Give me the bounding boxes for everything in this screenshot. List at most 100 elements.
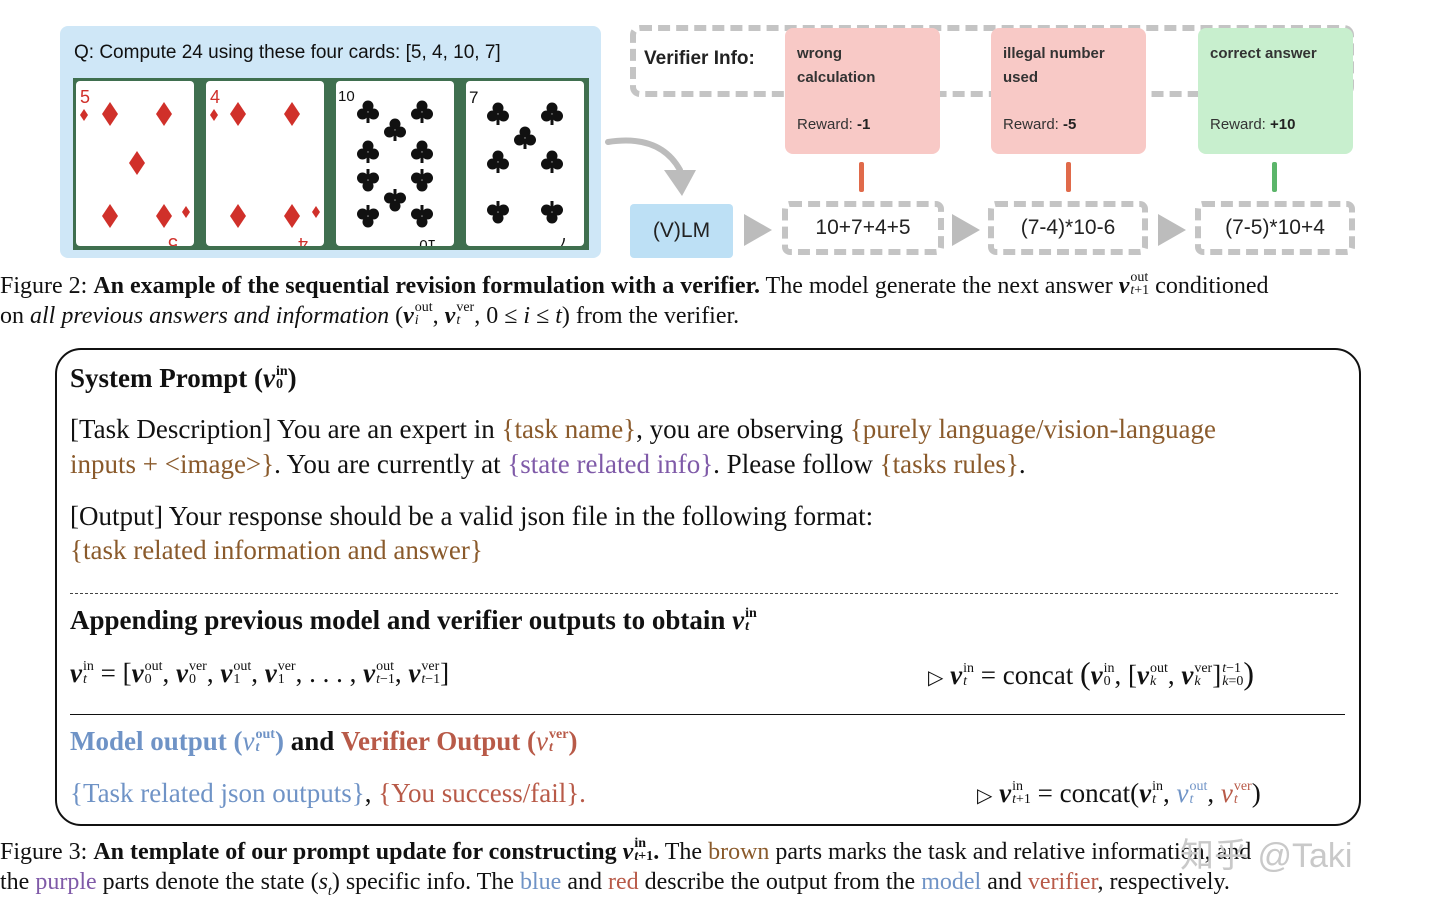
caption-red: red [607, 869, 639, 895]
playing-card-7-clubs: 7 7 [466, 81, 584, 246]
model-box: (V)LM [630, 204, 733, 258]
task-desc-text: , you are observing [636, 414, 844, 444]
caption-text: on [0, 303, 24, 329]
answer-box: (7-4)*10-6 [988, 201, 1148, 255]
caption-text: and [567, 869, 602, 895]
task-desc-text: . Please follow [713, 449, 873, 479]
success-fail-placeholder: {You success/fail}. [378, 778, 586, 808]
task-desc-text: [Task Description] You are an expert in [70, 414, 495, 444]
comma: , [364, 778, 372, 808]
caption-model: model [921, 869, 982, 895]
dashed-divider [70, 593, 1338, 594]
verifier-box-correct-answer: correct answer Reward: +10 [1198, 28, 1353, 154]
prompt-template-box [55, 348, 1361, 826]
diamond-pips [80, 102, 190, 228]
reward-label: Reward: [1210, 116, 1266, 133]
caption-text: , respectively. [1097, 869, 1230, 895]
task-desc-text: . [1018, 449, 1026, 479]
playing-card-4-diamonds: 4 4 [206, 81, 324, 246]
connector-tick [1272, 162, 1277, 192]
verifier-box-title: illegal number [1003, 45, 1105, 62]
connector-tick [1066, 162, 1071, 192]
caption-text: the [0, 869, 30, 895]
caption-verifier: verifier [1027, 869, 1098, 895]
caption-bold: An template of our prompt update for con… [93, 839, 617, 865]
connector-tick [859, 162, 864, 192]
output-line: [Output] Your response should be a valid… [70, 501, 874, 531]
caption-text: conditioned [1155, 273, 1269, 299]
reward-value: +10 [1270, 116, 1296, 133]
task-desc-text: . You are currently at [274, 449, 501, 479]
card-rank: 5 [80, 87, 90, 107]
rules-placeholder: {tasks rules} [879, 449, 1019, 479]
caption-text: and [987, 869, 1022, 895]
watermark: 知乎 @Taki [1180, 837, 1353, 875]
solid-divider [70, 714, 1345, 715]
verifier-box-title: wrong [797, 45, 842, 62]
verifier-box-title-line2: calculation [797, 69, 876, 86]
append-title: Appending previous model and verifier ou… [70, 605, 757, 635]
append-title-text: Appending previous model and verifier ou… [70, 605, 726, 635]
card-rank-inverted: 4 [298, 234, 308, 246]
caption-italic: all previous answers and information [30, 303, 390, 329]
concat-word: concat [1059, 778, 1131, 808]
card-rank-inverted: 7 [559, 234, 568, 246]
answer-box: (7-5)*10+4 [1195, 201, 1355, 255]
task-name-placeholder: {task name} [501, 414, 637, 444]
verifier-output-label: Verifier Output [341, 726, 521, 756]
caption-purple: purple [35, 869, 97, 895]
card-rank: 4 [210, 87, 220, 107]
answer-box: 10+7+4+5 [782, 201, 944, 255]
figure2-caption-line2: on all previous answers and information … [0, 300, 740, 329]
playing-card-5-diamonds: 5 5 [76, 81, 194, 246]
reward-text: Reward: -1 [797, 116, 870, 133]
figure2-caption-line1: Figure 2: An example of the sequential r… [0, 270, 1269, 299]
curved-arrow-icon [605, 137, 696, 196]
inputs-placeholder: {purely language/vision-language [849, 414, 1216, 444]
caption-brown: brown [708, 839, 770, 865]
state-placeholder: {state related info} [507, 449, 714, 479]
figure3-caption-line2: the purple parts denote the state (st) s… [0, 869, 1230, 899]
task-description-line1: [Task Description] You are an expert in … [70, 412, 1216, 446]
arrow-right-icon [952, 214, 980, 246]
figure3-caption-line1: Figure 3: An template of our prompt upda… [0, 836, 1252, 865]
inputs-placeholder-cont: inputs + <image>} [70, 449, 275, 479]
caption-text: describe the output from the [644, 869, 916, 895]
caption-bold: An example of the sequential revision fo… [93, 273, 760, 299]
figure-label: Figure 3: [0, 839, 88, 865]
card-rank: 7 [469, 88, 478, 107]
verifier-box-wrong-calculation: wrong calculation Reward: -1 [785, 28, 940, 154]
output-format-placeholder: {task related information and answer} [70, 535, 483, 565]
figure-label: Figure 2: [0, 273, 88, 299]
verifier-box-title: correct answer [1210, 45, 1317, 62]
reward-text: Reward: +10 [1210, 116, 1295, 133]
verifier-box-illegal-number: illegal number used Reward: -5 [991, 28, 1146, 154]
verifier-info-label: Verifier Info: [644, 48, 755, 69]
arrow-right-icon [744, 214, 772, 246]
card-rank: 10 [338, 88, 355, 105]
caption-text: The model generate the next answer [765, 273, 1113, 299]
card-rank-inverted: 10 [419, 236, 436, 246]
card-strip: 5 5 4 4 [73, 78, 589, 250]
model-output-label: Model output [70, 726, 227, 756]
concat-word: concat [1002, 660, 1074, 690]
and-word: and [290, 726, 335, 756]
playing-card-10-clubs: 10 10 [336, 81, 454, 246]
caption-text: specific info. The [345, 869, 514, 895]
reward-label: Reward: [797, 116, 853, 133]
output-placeholders: {Task related json outputs}, {You succes… [70, 776, 586, 810]
caption-text: from the verifier. [575, 303, 740, 329]
arrow-right-icon [1158, 214, 1186, 246]
club-pips [487, 102, 563, 224]
system-prompt-label: System Prompt [70, 363, 248, 393]
verifier-box-title-line2: used [1003, 69, 1039, 86]
reward-value: -5 [1063, 116, 1077, 133]
reward-label: Reward: [1003, 116, 1059, 133]
caption-text: parts denote the state [102, 869, 305, 895]
diamond-pips [210, 102, 320, 228]
